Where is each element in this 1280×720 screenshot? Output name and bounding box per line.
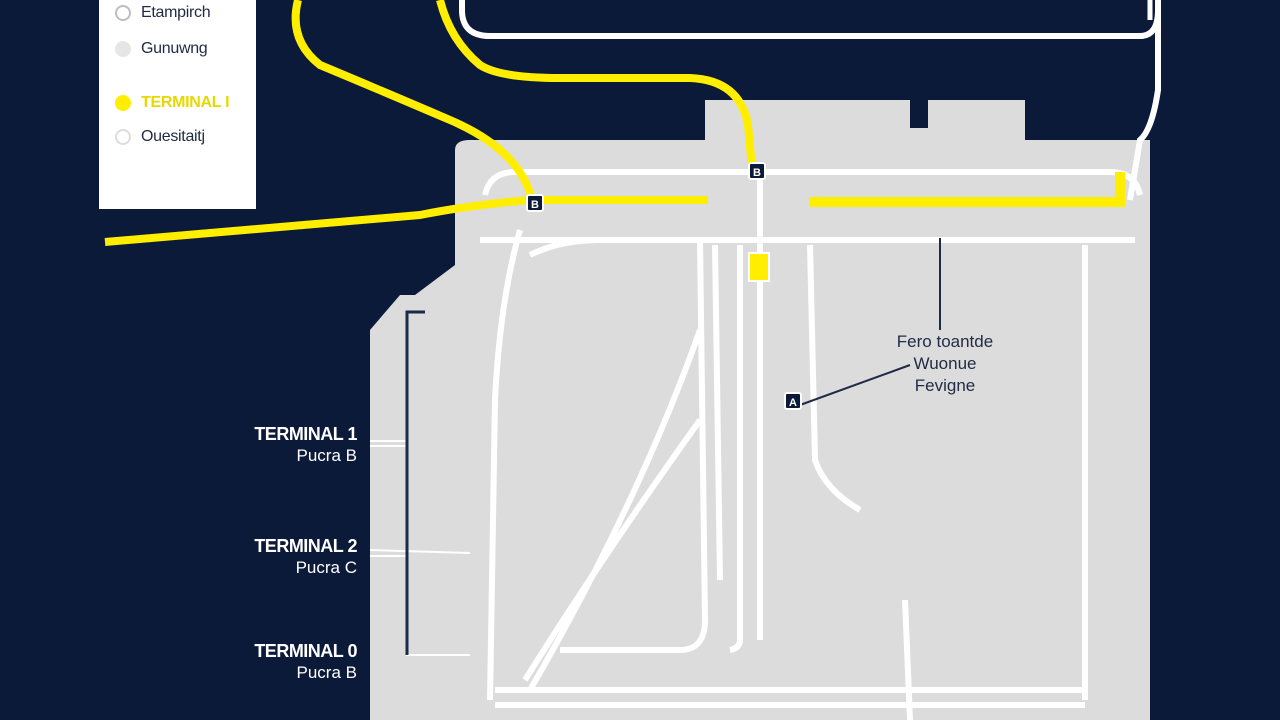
map-callout: Fero toantde Wuonue Fevigne xyxy=(880,331,1010,397)
map-legend: Etampirch Gunuwng TERMINAL I Ouesitaitj xyxy=(99,0,256,209)
legend-label: Etampirch xyxy=(141,4,211,21)
terminal-label[interactable]: TERMINAL 1 Pucra B xyxy=(254,423,357,467)
terminal-area xyxy=(415,100,1150,720)
terminal-route xyxy=(104,196,708,246)
terminal-route-east xyxy=(810,172,1125,207)
terminal-label[interactable]: TERMINAL 2 Pucra C xyxy=(254,535,357,579)
legend-dot-icon xyxy=(115,129,131,145)
callout-leader-diagonal xyxy=(799,364,911,406)
bus-stop-icon[interactable]: B xyxy=(748,162,766,180)
east-connector-road xyxy=(1127,10,1161,201)
legend-item: TERMINAL I xyxy=(115,94,230,112)
callout-line: Fero toantde xyxy=(896,332,994,351)
terminal-annex xyxy=(370,295,418,720)
legend-dot-icon xyxy=(115,5,131,21)
terminal-subtitle: Pucra C xyxy=(295,558,357,577)
route-stop-icon[interactable] xyxy=(748,252,770,282)
legend-item: Ouesitaitj xyxy=(115,128,205,146)
legend-item: Gunuwng xyxy=(115,40,208,58)
terminal-subtitle: Pucra B xyxy=(296,663,357,682)
callout-line: Wuonue xyxy=(913,354,977,373)
legend-label: TERMINAL I xyxy=(141,94,230,111)
legend-label: Gunuwng xyxy=(141,40,208,57)
terminal-route-branch xyxy=(436,0,756,169)
upper-ring-road xyxy=(459,0,1161,39)
terminal-route-north xyxy=(291,0,536,202)
terminal-bracket xyxy=(405,310,425,655)
bus-stop-icon[interactable]: B xyxy=(526,194,544,212)
legend-item: Etampirch xyxy=(115,4,211,22)
terminal-label[interactable]: TERMINAL 0 Pucra B xyxy=(254,640,357,684)
terminal-subtitle: Pucra B xyxy=(296,446,357,465)
location-marker-icon[interactable]: A xyxy=(784,392,802,410)
terminal-name: TERMINAL 2 xyxy=(254,536,357,556)
legend-dot-icon xyxy=(115,41,131,57)
callout-line: Fevigne xyxy=(914,376,976,395)
terminal-name: TERMINAL 0 xyxy=(254,641,357,661)
legend-dot-icon xyxy=(115,95,131,111)
legend-label: Ouesitaitj xyxy=(141,128,205,145)
terminal-name: TERMINAL 1 xyxy=(254,424,357,444)
internal-roads xyxy=(480,169,1143,720)
